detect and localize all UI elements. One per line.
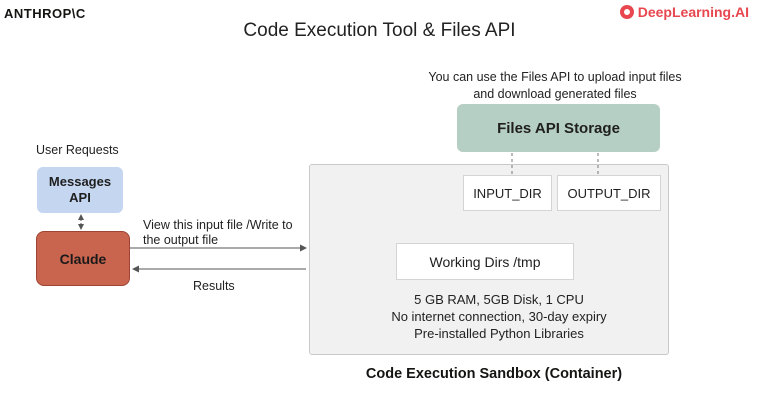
messages-api-label: Messages API xyxy=(48,174,112,205)
working-dirs-label: Working Dirs /tmp xyxy=(429,253,541,270)
files-api-note: You can use the Files API to upload inpu… xyxy=(428,70,682,101)
spec-network: No internet connection, 30-day expiry xyxy=(391,309,607,324)
spec-resources: 5 GB RAM, 5GB Disk, 1 CPU xyxy=(414,292,584,307)
request-arrow-label: View this input file /Write to the outpu… xyxy=(143,218,293,247)
deeplearning-ai-icon xyxy=(619,5,634,19)
claude-box: Claude xyxy=(36,231,130,286)
deeplearning-ai-text: DeepLearning.AI xyxy=(637,4,749,20)
spec-libraries: Pre-installed Python Libraries xyxy=(414,326,584,341)
files-api-storage-box: Files API Storage xyxy=(457,104,660,152)
sandbox-specs: 5 GB RAM, 5GB Disk, 1 CPU No internet co… xyxy=(349,291,649,342)
input-dir-label: INPUT_DIR xyxy=(473,185,542,201)
output-dir-box: OUTPUT_DIR xyxy=(557,175,661,211)
user-requests-label: User Requests xyxy=(36,143,119,157)
working-dirs-box: Working Dirs /tmp xyxy=(396,243,574,280)
output-dir-label: OUTPUT_DIR xyxy=(567,185,651,201)
files-api-storage-label: Files API Storage xyxy=(497,119,620,137)
deeplearning-ai-logo: DeepLearning.AI xyxy=(619,4,749,20)
anthropic-logo: ANTHROP\C xyxy=(4,6,86,21)
claude-label: Claude xyxy=(59,250,107,267)
input-dir-box: INPUT_DIR xyxy=(463,175,552,211)
results-arrow-label: Results xyxy=(193,279,235,293)
messages-api-box: Messages API xyxy=(37,167,123,213)
sandbox-caption: Code Execution Sandbox (Container) xyxy=(365,366,623,382)
slide-title: Code Execution Tool & Files API xyxy=(243,20,516,41)
